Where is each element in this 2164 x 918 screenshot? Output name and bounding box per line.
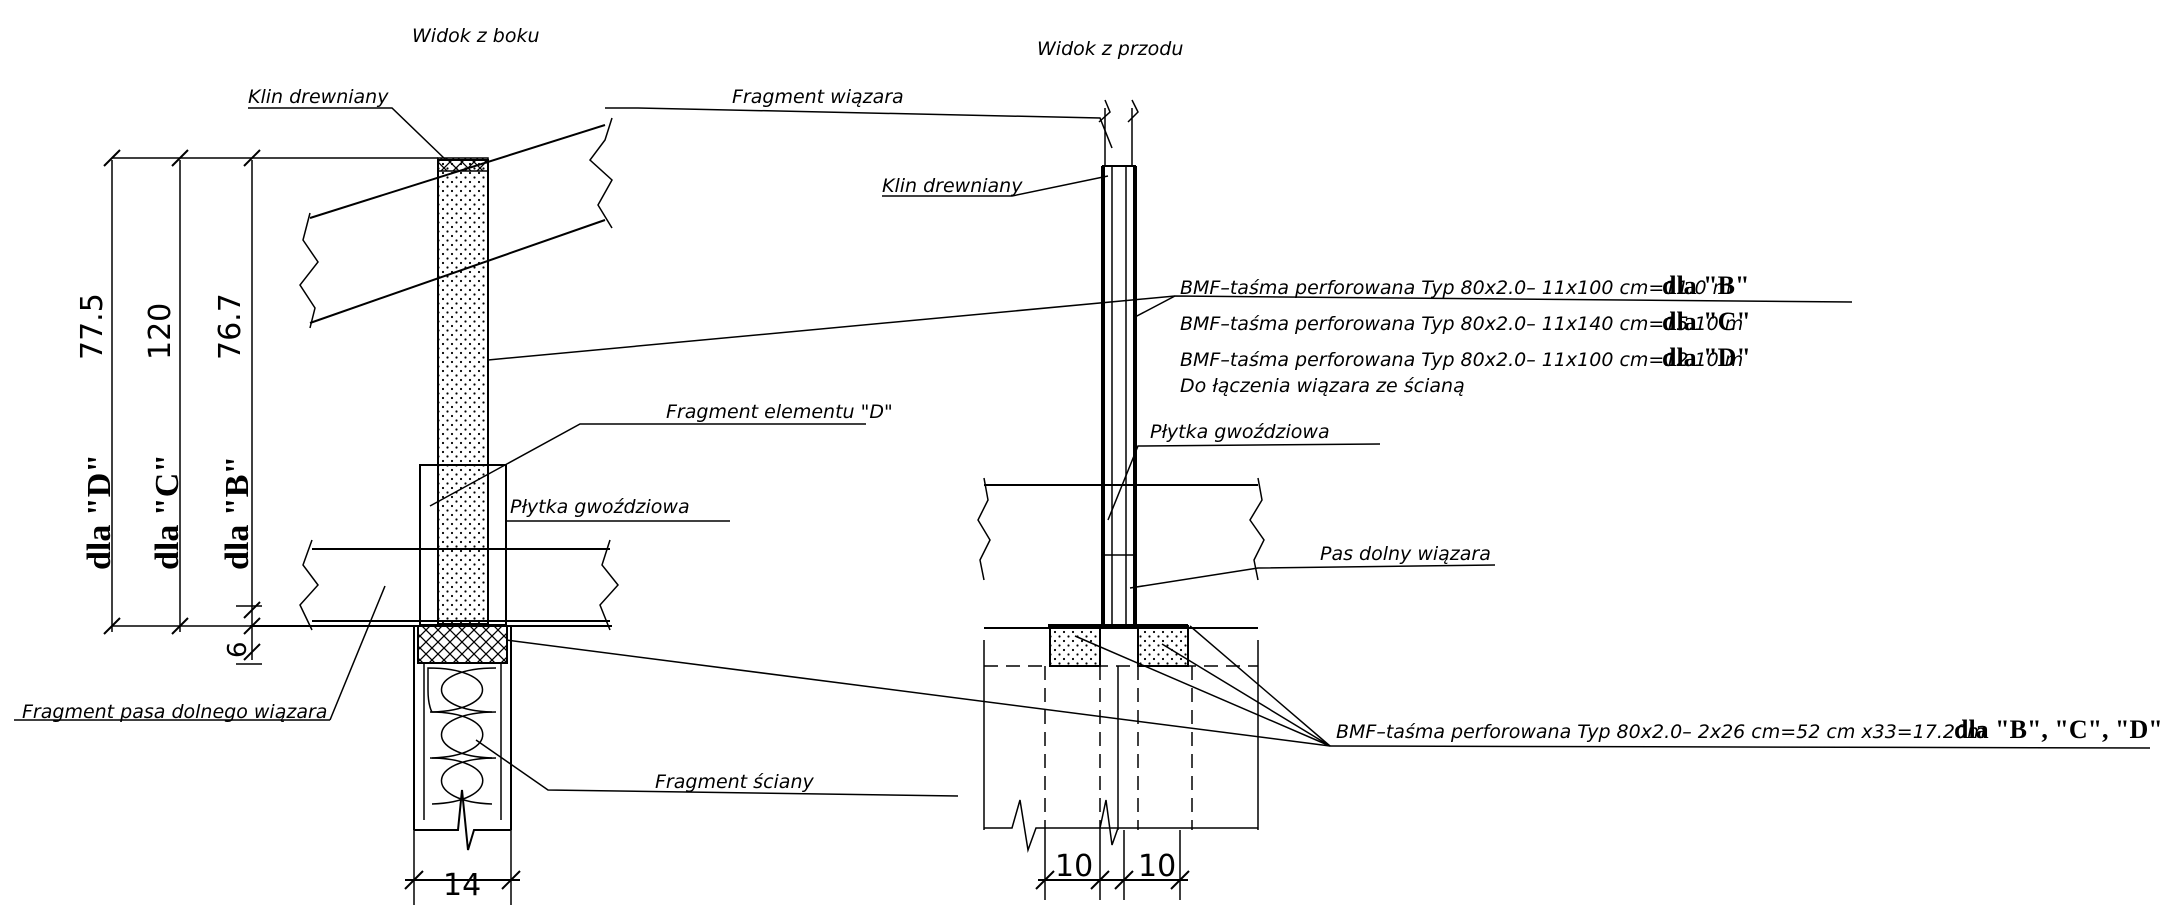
side-view: 14 [14, 107, 1331, 905]
dim-label-d: dla "D" [81, 454, 118, 570]
dim-label-b: dla "B" [219, 456, 256, 570]
front-wooden-wedge-label: Klin drewniany [882, 175, 1023, 197]
dim-value-c: 120 [143, 303, 178, 360]
bottom-callout-text: BMF–taśma perforowana Typ 80x2.0– 2x26 c… [1336, 721, 1986, 743]
callout-bold-d: dla "D" [1662, 343, 1751, 372]
callout-note: Do łączenia wiązara ze ścianą [1180, 375, 1465, 397]
dim-value-d: 77.5 [75, 293, 110, 360]
callout-bold-b: dla "B" [1662, 271, 1749, 300]
front-nail-plate-label: Płytka gwoździowa [1150, 421, 1330, 443]
dim-value-b: 76.7 [213, 293, 248, 360]
wall-fragment-label: Fragment ściany [655, 771, 814, 793]
callout-text-d: BMF–taśma perforowana Typ 80x2.0– 11x100… [1180, 349, 1743, 371]
side-wooden-wedge-label: Klin drewniany [248, 86, 389, 108]
truss-fragment-label: Fragment wiązara [732, 86, 904, 108]
side-view-title: Widok z boku [412, 25, 540, 47]
height-dimensions: dla "D" 77.5 dla "C" 120 dla "B" 76.7 6 [75, 149, 438, 665]
strap-callouts: BMF–taśma perforowana Typ 80x2.0– 11x100… [1180, 271, 2163, 744]
front-width-left: 10 [1055, 849, 1093, 884]
callout-text-c: BMF–taśma perforowana Typ 80x2.0– 11x140… [1180, 313, 1743, 335]
dim-label-c: dla "C" [149, 454, 186, 570]
element-d-fragment-label: Fragment elementu "D" [666, 401, 893, 423]
wall-width-dimension: 14 [443, 868, 481, 903]
dim-small-six: 6 [223, 641, 253, 658]
bottom-callout-bold: dla "B", "C", "D" [1954, 715, 2163, 744]
callout-text-b: BMF–taśma perforowana Typ 80x2.0– 11x100… [1180, 277, 1731, 299]
front-view-title: Widok z przodu [1037, 38, 1183, 60]
side-nail-plate-label: Płytka gwoździowa [510, 496, 690, 518]
callout-bold-c: dla "C" [1662, 307, 1751, 336]
bottom-chord-fragment-label: Fragment pasa dolnego wiązara [22, 701, 327, 723]
front-view: 10 10 [882, 99, 2151, 900]
bottom-chord-label: Pas dolny wiązara [1320, 543, 1491, 565]
front-width-right: 10 [1138, 849, 1176, 884]
